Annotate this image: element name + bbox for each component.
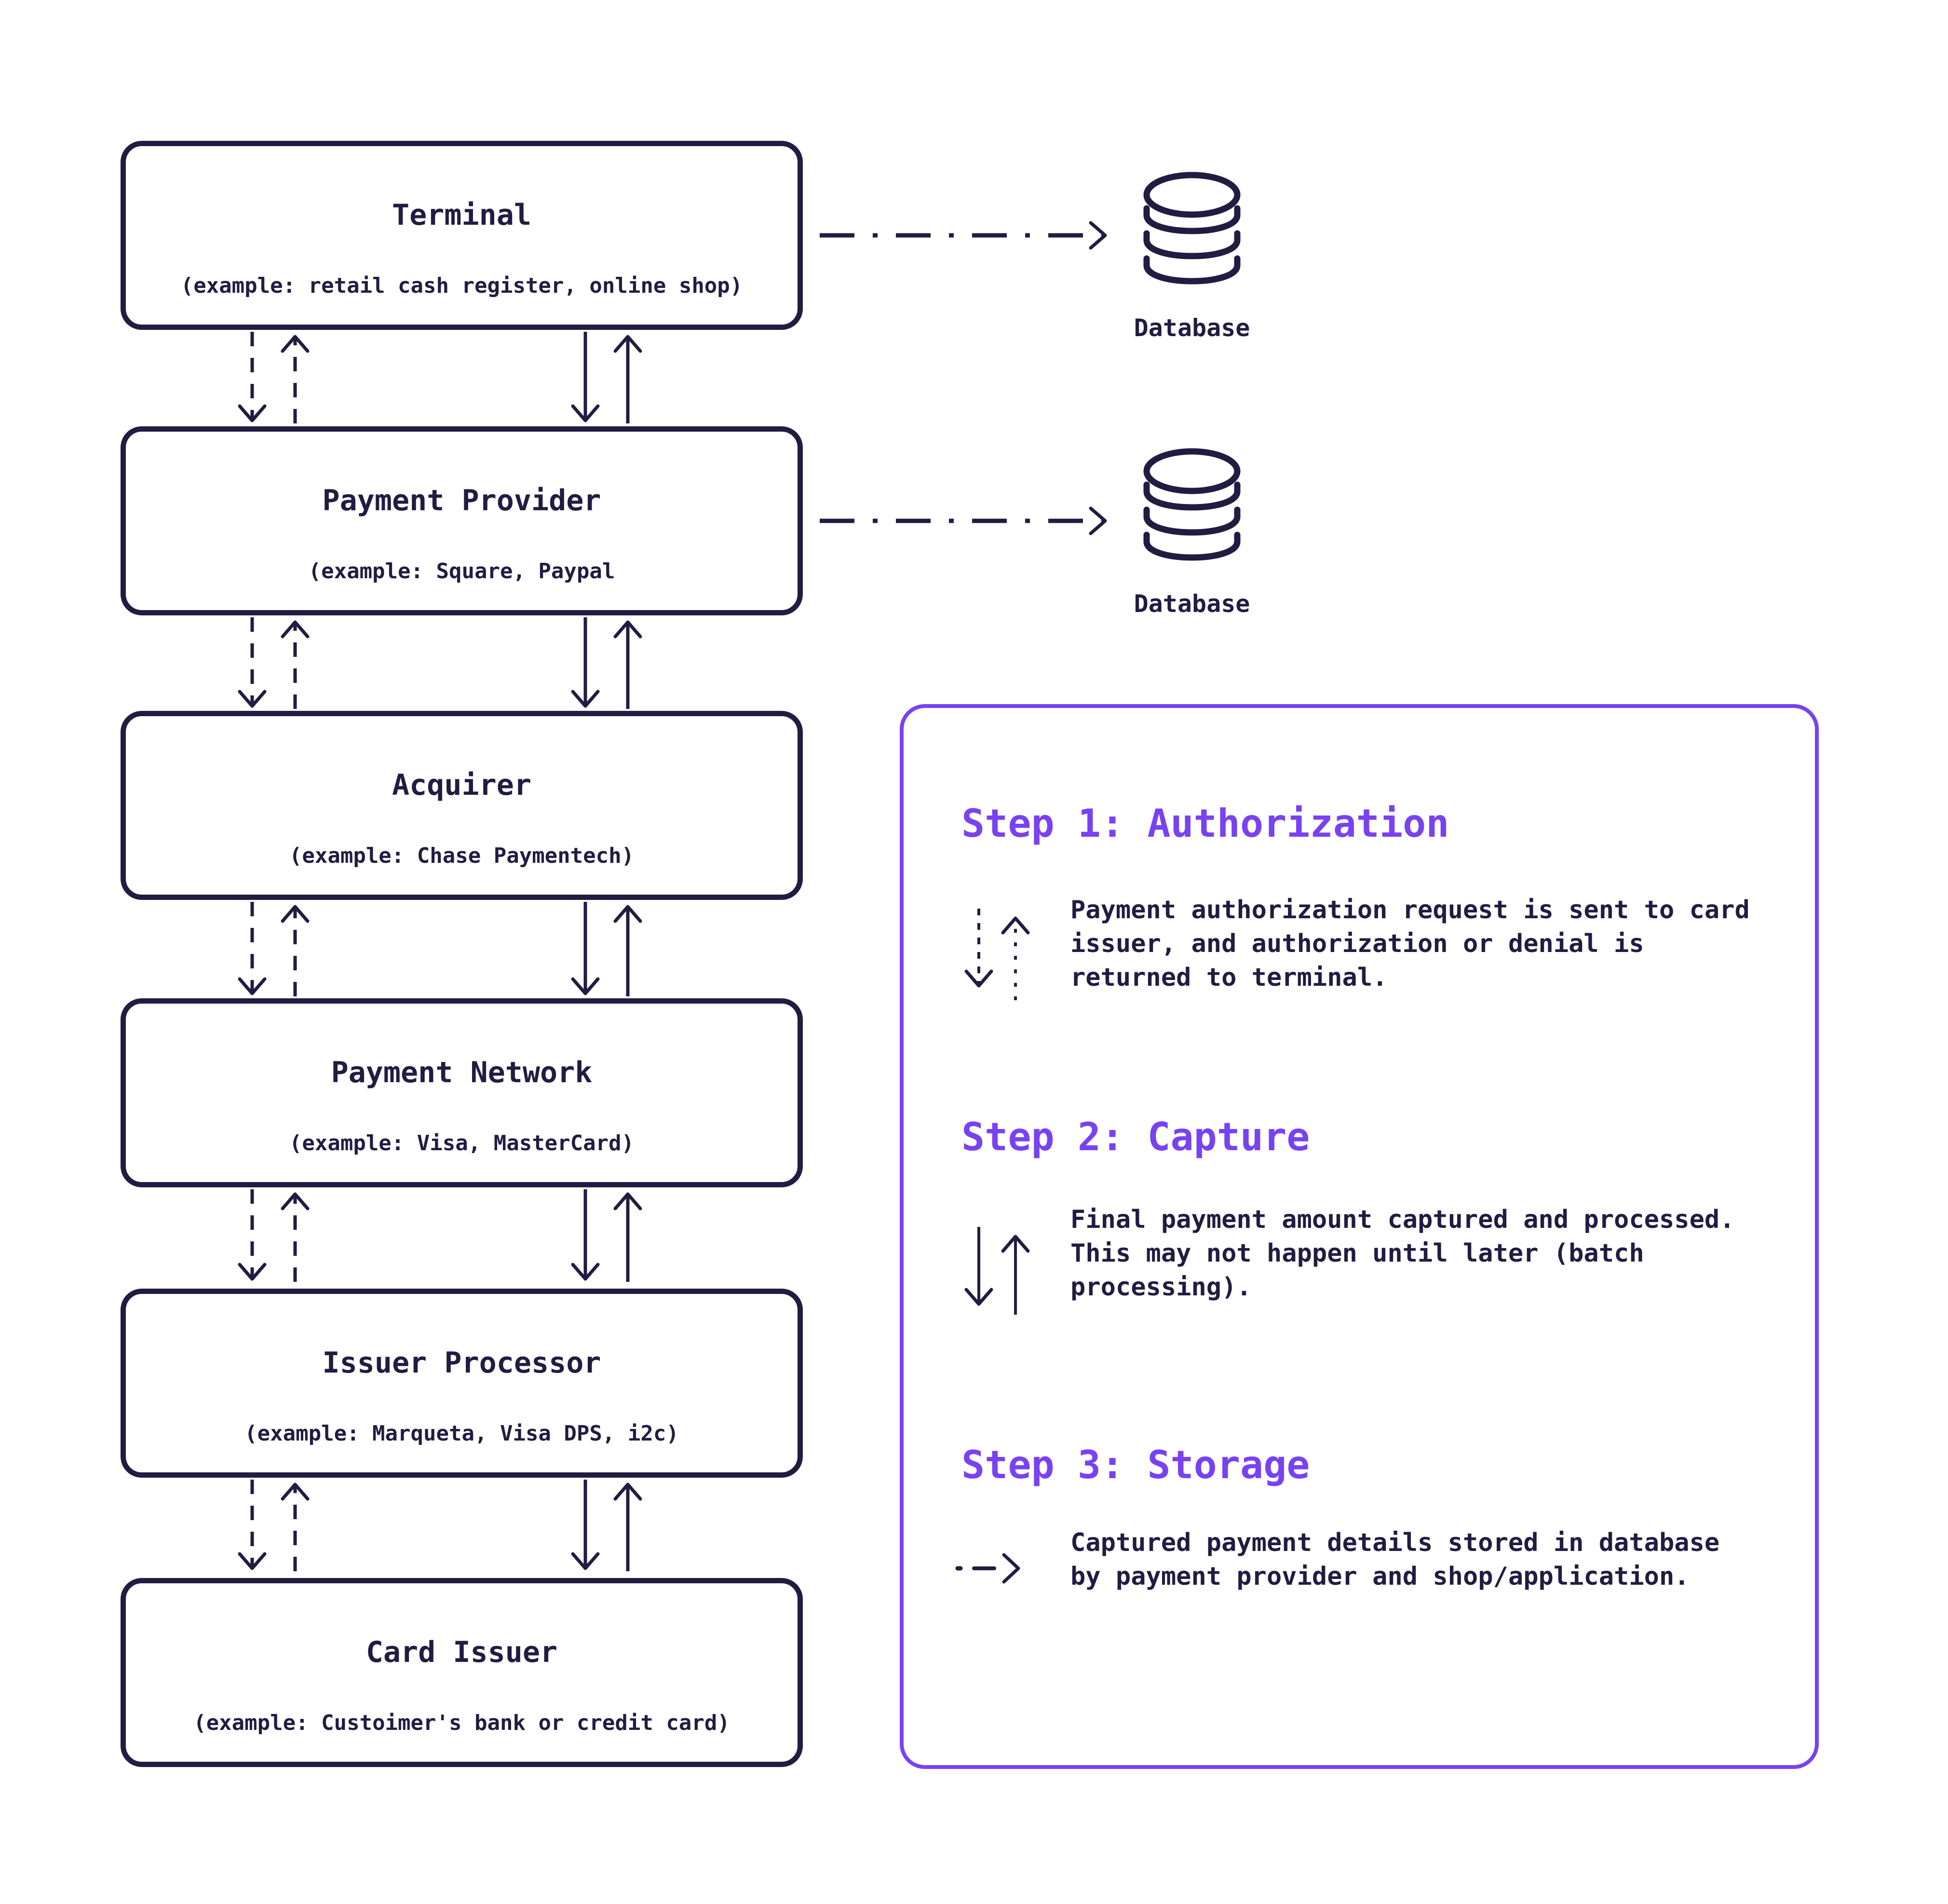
storage-arrows [820,221,1107,535]
node-acquirer: Acquirer (example: Chase Paymentech) [121,711,803,900]
gap-arrows-3 [238,902,642,996]
node-title: Card Issuer [365,1635,558,1669]
step-2-description: Final payment amount captured and proces… [1070,1205,1735,1302]
step-1-heading: Step 1: Authorization [961,801,1449,846]
step-3-description: Captured payment details stored in datab… [1070,1528,1720,1591]
gap-arrows-5 [238,1480,642,1571]
node-issuer-processor: Issuer Processor (example: Marqueta, Vis… [121,1289,803,1478]
node-terminal: Terminal (example: retail cash register,… [121,141,803,330]
step-2-heading: Step 2: Capture [961,1115,1310,1159]
node-title: Acquirer [392,768,531,802]
gap-arrows-4 [238,1189,642,1282]
node-example: (example: Marqueta, Visa DPS, i2c) [244,1421,679,1446]
node-card-issuer: Card Issuer (example: Custoimer's bank o… [121,1578,803,1767]
node-title: Issuer Processor [322,1346,601,1380]
database-label: Database [1134,590,1250,618]
node-example: (example: Custoimer's bank or credit car… [193,1711,730,1735]
node-payment-provider: Payment Provider (example: Square, Paypa… [121,426,803,615]
gap-arrows-1 [238,332,642,423]
node-example: (example: Square, Paypal [308,559,615,584]
node-title: Terminal [392,198,531,232]
node-payment-network: Payment Network (example: Visa, MasterCa… [121,998,803,1187]
database-icon [1143,448,1241,561]
step-1-description: Payment authorization request is sent to… [1070,896,1750,992]
node-example: (example: retail cash register, online s… [180,273,743,298]
legend-panel: Step 1: Authorization Payment authorizat… [900,704,1819,1769]
node-example: (example: Chase Paymentech) [289,843,635,868]
database-icon [1143,172,1241,285]
node-title: Payment Network [331,1056,593,1089]
step-3-heading: Step 3: Storage [961,1442,1310,1487]
gap-arrows-2 [238,617,642,709]
node-title: Payment Provider [322,484,601,517]
database-label: Database [1134,314,1250,342]
node-example: (example: Visa, MasterCard) [289,1131,635,1156]
